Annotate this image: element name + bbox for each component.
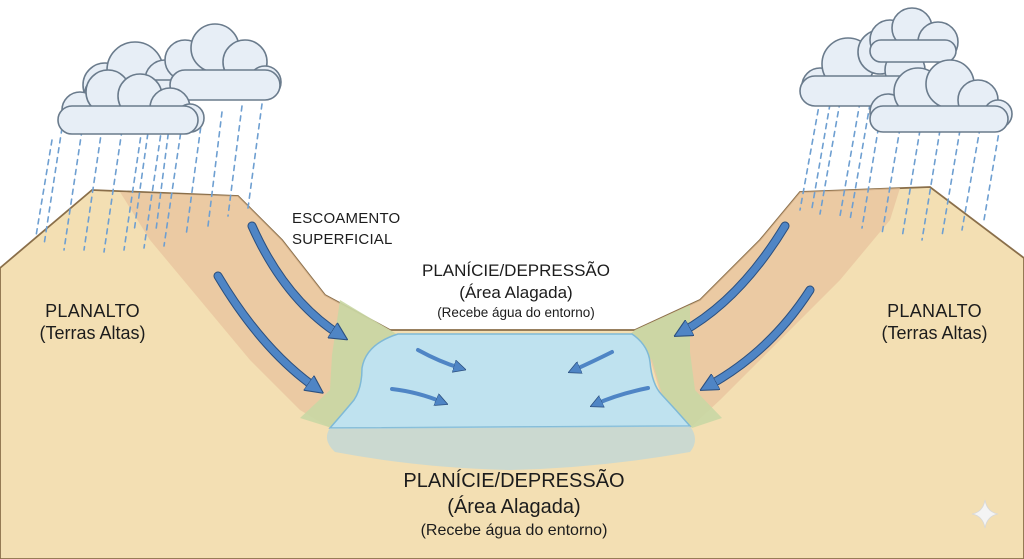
left-plateau-label: PLANALTO (Terras Altas) xyxy=(20,300,165,344)
plain-top-subtitle: (Área Alagada) xyxy=(459,283,573,302)
plain-bottom-title: PLANÍCIE/DEPRESSÃO xyxy=(403,470,625,492)
left-plateau-title: PLANALTO xyxy=(45,301,140,321)
flow-arrow-icon xyxy=(416,348,460,368)
flow-arrow-icon xyxy=(214,272,316,388)
flow-arrow-icon xyxy=(574,350,614,370)
left-slope xyxy=(120,192,398,428)
floodplain-water xyxy=(328,333,692,429)
right-plateau-title: PLANALTO xyxy=(887,301,982,321)
right-plateau-subtitle: (Terras Altas) xyxy=(881,323,988,343)
flow-arrow-icon xyxy=(390,387,442,402)
plain-label-bottom: PLANÍCIE/DEPRESSÃO (Área Alagada) (Receb… xyxy=(372,468,656,542)
runoff-line-2: SUPERFICIAL xyxy=(292,231,393,248)
plain-bottom-subtitle: (Área Alagada) xyxy=(447,496,581,518)
water-bed xyxy=(326,426,695,470)
plain-top-note: (Recebe água do entorno) xyxy=(437,305,595,320)
left-rain xyxy=(35,103,263,253)
flow-arrow-icon xyxy=(708,286,814,386)
rain-cloud-icon xyxy=(799,7,1013,133)
rain-cloud-icon xyxy=(57,23,282,135)
flow-arrow-icon xyxy=(596,386,650,404)
runoff-label: ESCOAMENTO SUPERFICIAL xyxy=(292,208,400,250)
sparkle-icon xyxy=(971,499,999,529)
flow-arrow-icon xyxy=(682,222,789,332)
runoff-line-1: ESCOAMENTO xyxy=(292,210,401,227)
right-plateau-label: PLANALTO (Terras Altas) xyxy=(862,300,1007,344)
left-plateau-subtitle: (Terras Altas) xyxy=(39,323,146,343)
plain-top-title: PLANÍCIE/DEPRESSÃO xyxy=(421,261,610,280)
right-slope xyxy=(628,188,900,428)
flow-arrow-icon xyxy=(248,222,340,335)
right-vegetation xyxy=(628,305,722,428)
left-vegetation xyxy=(300,300,400,428)
plain-label-top: PLANÍCIE/DEPRESSÃO (Área Alagada) (Receb… xyxy=(400,260,632,322)
plain-bottom-note: (Recebe água do entorno) xyxy=(420,522,608,539)
right-rain xyxy=(799,99,1001,241)
